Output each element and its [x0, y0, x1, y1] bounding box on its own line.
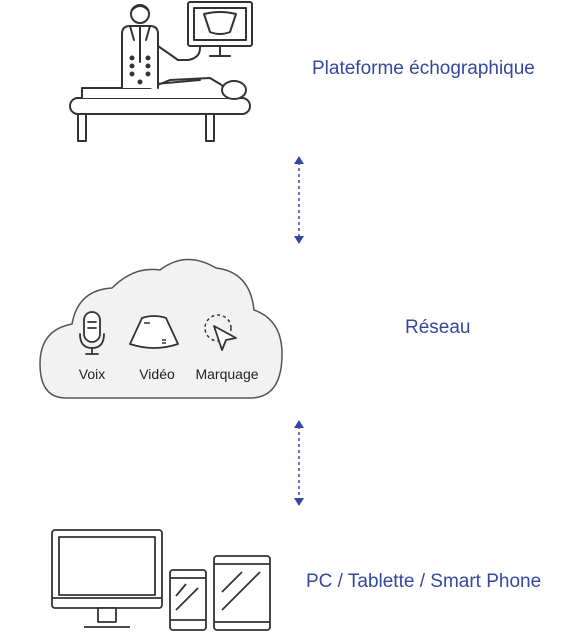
- cloud-item-label: Marquage: [195, 366, 259, 382]
- devices-label: PC / Tablette / Smart Phone: [306, 571, 542, 592]
- network-cloud: Voix Vidéo Marquage: [36, 250, 286, 400]
- network-label: Réseau: [405, 317, 471, 338]
- cursor-marking-icon: [204, 314, 237, 351]
- devices-icon: [51, 529, 271, 631]
- connection-arrow-upper: [290, 154, 308, 246]
- devices-illustration: [50, 526, 276, 632]
- double-arrow-icon: [294, 420, 304, 506]
- cloud-item-video: [128, 312, 180, 354]
- connection-arrow-lower: [290, 418, 308, 508]
- cloud-item-marking: [200, 312, 246, 358]
- microphone-icon: [79, 311, 105, 355]
- cloud-item-label: Vidéo: [139, 366, 175, 382]
- platform-label: Plateforme échographique: [312, 58, 535, 79]
- ultrasound-platform-illustration: [60, 0, 260, 145]
- double-arrow-icon: [294, 156, 304, 244]
- ultrasound-scene-icon: [69, 1, 253, 142]
- cloud-item-voice: [74, 308, 110, 364]
- cloud-item-label: Voix: [78, 366, 106, 382]
- ultrasound-image-icon: [129, 315, 179, 349]
